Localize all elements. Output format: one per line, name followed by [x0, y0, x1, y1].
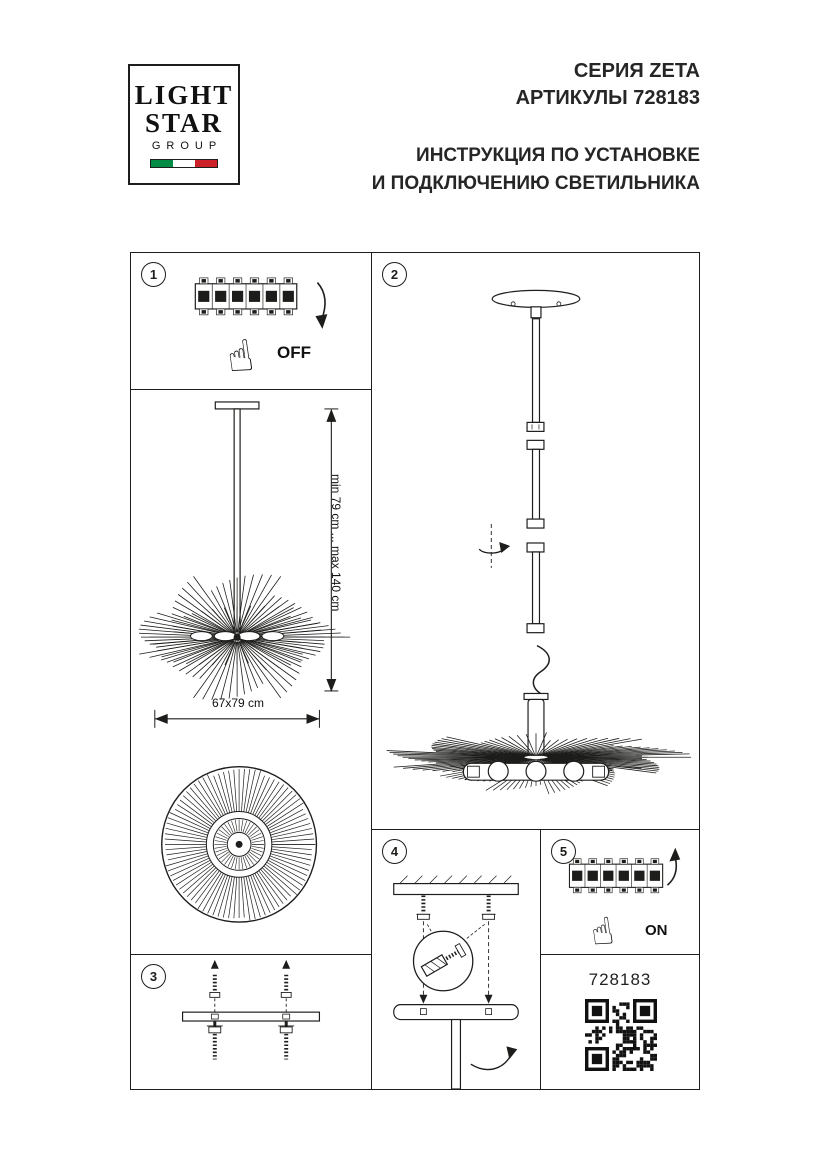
dim-arrow-right-icon [306, 713, 320, 724]
instruction-title: ИНСТРУКЦИЯ ПО УСТАНОВКЕ И ПОДКЛЮЧЕНИЮ СВ… [372, 142, 700, 198]
breaker-on-diagram: ☝ [568, 847, 681, 954]
panel-step-1: ☝ 1 OFF [130, 252, 372, 390]
step-badge-3: 3 [141, 964, 166, 989]
lamp-top-view [161, 765, 318, 923]
rod-assembly-diagram [386, 289, 692, 795]
lamp-rod [450, 1018, 462, 1089]
dim-arrow-down-icon [326, 678, 337, 692]
series-title: СЕРИЯ ZETA [573, 60, 700, 82]
screw-icon [278, 959, 295, 1060]
article-number: 728183 [588, 970, 652, 989]
dim-arrow-up-icon [326, 408, 337, 422]
off-label: OFF [277, 343, 311, 362]
qr-code [585, 999, 657, 1071]
logo-word-group: GROUP [151, 140, 223, 153]
instruction-title-line2: И ПОДКЛЮЧЕНИЮ СВЕТИЛЬНИКА [371, 173, 700, 194]
mounting-bar [393, 882, 519, 896]
header-text: СЕРИЯ ZETA АРТИКУЛЫ 728183 ИНСТРУКЦИЯ ПО… [372, 58, 700, 198]
screw-icon [481, 895, 496, 920]
rod-segment [531, 448, 541, 520]
breaker-off-diagram: ☝ [194, 277, 328, 384]
height-range-label: min 79 cm ... max 140 cm [329, 474, 343, 612]
step-badge-2: 2 [382, 262, 407, 287]
rod-segment [531, 551, 541, 625]
canopy-fixing-diagram [393, 875, 519, 1089]
screw-icon [416, 895, 431, 920]
step-badge-4: 4 [382, 839, 407, 864]
circuit-breaker-icon [568, 858, 664, 894]
bracket-screws-diagram [181, 959, 321, 1060]
panel-step-4: 4 [371, 829, 541, 1090]
pointing-hand-icon: ☝ [588, 908, 617, 954]
ceiling-canopy [491, 289, 581, 308]
italy-flag-icon [150, 159, 218, 169]
instruction-title-line1: ИНСТРУКЦИЯ ПО УСТАНОВКЕ [416, 145, 700, 166]
bulb-icon [190, 631, 213, 642]
on-label: ON [645, 922, 668, 939]
step-badge-1: 1 [141, 262, 166, 287]
step-badge-5: 5 [551, 839, 576, 864]
lightstar-logo: LIGHT STAR GROUP [128, 64, 240, 185]
lamp-dimensions-diagram [138, 401, 351, 923]
article-title: АРТИКУЛЫ 728183 [515, 87, 700, 109]
bulb-icon [563, 760, 585, 782]
panel-article: 728183 [540, 954, 700, 1090]
bulb-icon [487, 760, 509, 782]
rod-segment [531, 318, 541, 424]
screw-icon [206, 959, 223, 1060]
width-label: 67x79 cm [211, 696, 265, 710]
arrow-down-icon [315, 314, 328, 329]
rotate-arrow-icon [470, 1051, 513, 1071]
panel-step-3: 3 [130, 954, 372, 1090]
logo-word-light: LIGHT [134, 79, 234, 110]
circuit-breaker-icon [194, 277, 298, 316]
arrow-up-icon [669, 847, 681, 862]
wire [532, 644, 550, 697]
bulb-icon [525, 760, 547, 782]
panel-step-2: 2 [371, 252, 700, 830]
panel-step-5: ☝ 5 ON [540, 829, 700, 955]
panel-dimensions: min 79 cm ... max 140 cm 67x79 cm [130, 389, 372, 955]
dim-arrow-left-icon [154, 713, 168, 724]
pointing-hand-icon: ☝ [224, 331, 257, 384]
canopy-plate [393, 1004, 519, 1021]
logo-word-star: STAR [144, 108, 224, 138]
